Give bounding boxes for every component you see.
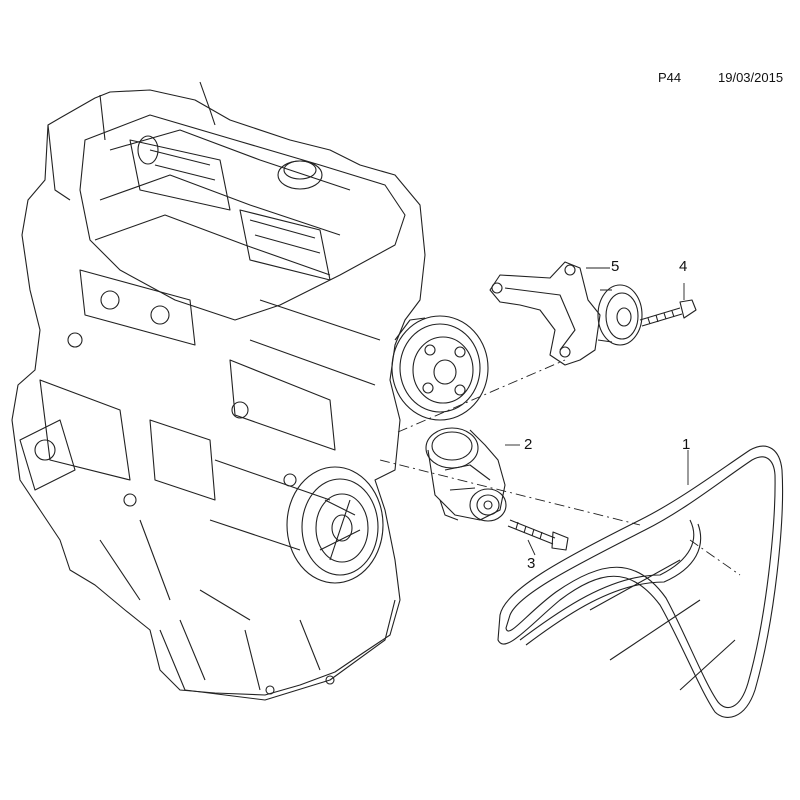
callout-1: 1 xyxy=(682,436,691,453)
callout-5: 5 xyxy=(611,258,620,275)
callout-2: 2 xyxy=(524,436,533,453)
tensioner xyxy=(425,427,507,522)
engine-block xyxy=(11,81,426,701)
diagram-date: 19/03/2015 xyxy=(718,70,784,85)
serpentine-belt xyxy=(497,445,784,718)
callout-3: 3 xyxy=(527,555,536,572)
idler-bracket xyxy=(489,261,643,366)
leader-lines xyxy=(505,267,689,556)
crankshaft-pulley xyxy=(286,466,384,584)
tensioner-bolt xyxy=(507,519,569,551)
water-pump-pulley xyxy=(391,315,489,421)
callout-4: 4 xyxy=(679,258,688,275)
bracket-bolt xyxy=(639,299,697,327)
assembly-center-lines xyxy=(379,359,741,576)
page-code: P44 xyxy=(658,70,682,85)
